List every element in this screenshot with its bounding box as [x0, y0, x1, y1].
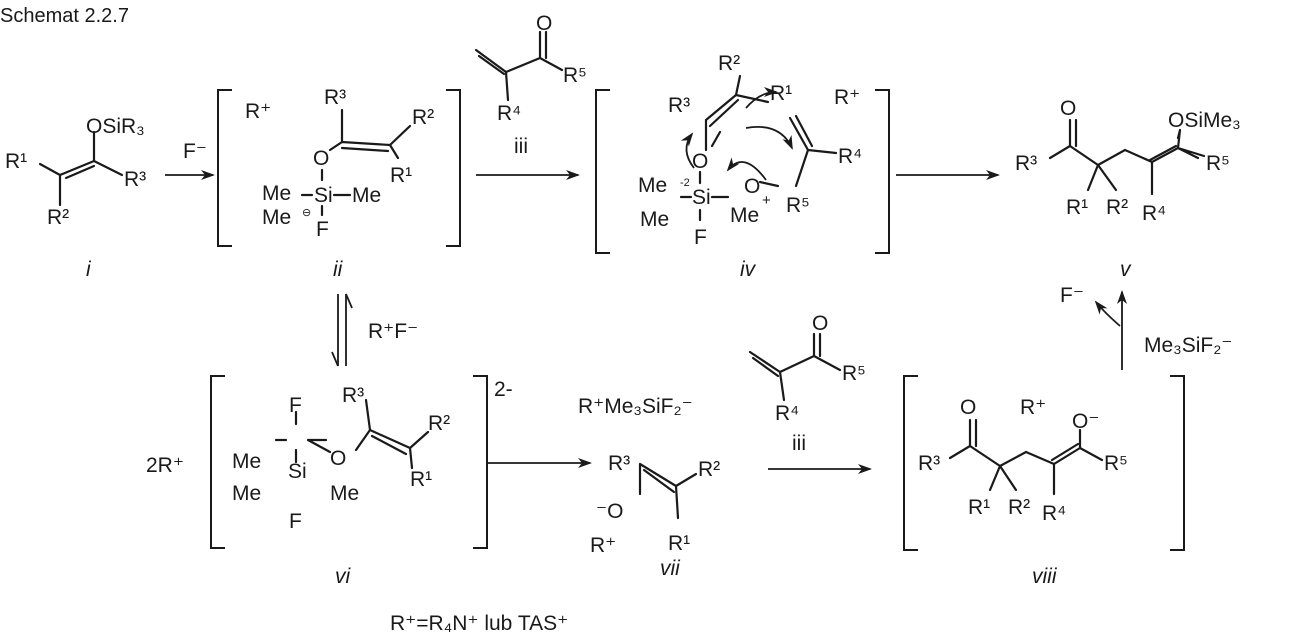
- atom-label: Me: [330, 482, 359, 505]
- atom-label: R⁵: [1206, 152, 1230, 175]
- atom-label: R¹: [668, 532, 690, 555]
- atom-label: R¹: [410, 468, 432, 491]
- atom-label: Me: [262, 206, 291, 229]
- charge-mark: +: [762, 192, 771, 209]
- atom-label: R²: [428, 412, 450, 435]
- atom-label: Me: [352, 184, 381, 207]
- atom-label: R⁵: [786, 194, 810, 217]
- compound-v: O OSiMe₃ R³ R⁵ R¹ R² R⁴ v: [1015, 97, 1241, 281]
- atom-label: F: [694, 226, 707, 249]
- step-label: iii: [514, 135, 528, 158]
- atom-label: R²: [412, 106, 434, 129]
- atom-label: Si: [314, 184, 333, 207]
- atom-label: Me: [232, 450, 261, 473]
- atom-label: F: [316, 218, 329, 241]
- compound-vii: R³ R² ⁻O R⁺ R¹ vii: [590, 452, 720, 580]
- atom-label: Me: [232, 482, 261, 505]
- compound-label-viii: viii: [1032, 565, 1058, 588]
- atom-label: O: [536, 12, 552, 35]
- compound-label-vii: vii: [660, 557, 681, 580]
- compound-vi: R³ R² F O Me Si Me Me F R¹ 2R⁺ 2- vi: [146, 375, 513, 588]
- compound-viii: R⁺ O O⁻ R³ R⁵ R¹ R² R⁴ viii: [903, 375, 1185, 588]
- atom-label: O: [692, 150, 708, 173]
- atom-label: O⁻: [1072, 410, 1099, 433]
- atom-label: R⁵: [1104, 452, 1128, 475]
- compound-label-v: v: [1120, 258, 1132, 281]
- atom-label: OSiMe₃: [1168, 109, 1241, 132]
- atom-label: Me: [262, 182, 291, 205]
- atom-label: O: [812, 312, 828, 335]
- atom-label: R¹: [770, 82, 792, 105]
- atom-label: R³: [1015, 152, 1037, 175]
- reagent-ammonium-fluoride: R⁺F⁻: [368, 320, 418, 343]
- atom-label: R⁺: [590, 534, 616, 557]
- atom-label: R⁴: [1142, 202, 1166, 225]
- compound-label-vi: vi: [335, 565, 352, 588]
- atom-label: R³: [124, 168, 146, 191]
- atom-label: R²: [47, 206, 69, 229]
- compound-label-i: i: [86, 258, 92, 281]
- equilibrium-arrows: [331, 293, 353, 367]
- atom-label: R³: [324, 86, 346, 109]
- atom-label: Me: [730, 204, 759, 227]
- atom-label: R³: [918, 452, 940, 475]
- step-label: iii: [792, 432, 806, 455]
- atom-label: R¹: [968, 496, 990, 519]
- atom-label: Si: [288, 460, 307, 483]
- atom-label: R²: [698, 458, 720, 481]
- atom-label: R²: [1008, 496, 1030, 519]
- atom-label: R⁴: [838, 145, 862, 168]
- atom-label: ⁻O: [596, 500, 623, 523]
- atom-label: F: [289, 394, 302, 417]
- atom-label: OSiR₃: [86, 115, 145, 138]
- atom-label: O: [1060, 97, 1076, 120]
- atom-label: R⁺: [1020, 396, 1046, 419]
- reagent-released-fluoride: F⁻: [1060, 284, 1084, 307]
- atom-label: O: [744, 175, 760, 198]
- enone-top: O R⁵ R⁴: [474, 12, 587, 125]
- atom-label: R⁺: [245, 100, 271, 123]
- charge-mark: -2: [680, 177, 690, 189]
- atom-label: O: [960, 396, 976, 419]
- atom-label: O: [330, 447, 346, 470]
- atom-label: Me: [640, 208, 669, 231]
- atom-label: F: [289, 510, 302, 533]
- atom-label: R²: [1106, 196, 1128, 219]
- atom-label: R¹: [5, 150, 27, 173]
- atom-label: R⁵: [563, 64, 587, 87]
- atom-label: R²: [718, 52, 740, 75]
- compound-i: R¹ R³ R² OSiR₃ i: [5, 115, 146, 281]
- scheme-footnote: R⁺=R₄N⁺ lub TAS⁺: [390, 612, 568, 635]
- charge-label: 2-: [494, 378, 513, 401]
- atom-label: R⁴: [775, 402, 799, 425]
- compound-iv: R² R¹ R³ R⁺ O R⁴ O + Me Si Me Me F R⁵ -2…: [595, 52, 890, 281]
- reagent-fluoride: F⁻: [183, 140, 207, 163]
- compound-ii: R⁺ R³ R² O R¹ Me Si Me Me F ⊖ ii: [217, 86, 461, 281]
- compound-label-iv: iv: [740, 258, 757, 281]
- atom-label: R¹: [390, 164, 412, 187]
- atom-label: R³: [668, 94, 690, 117]
- atom-label: R³: [342, 384, 364, 407]
- charge-mark: ⊖: [302, 207, 311, 219]
- atom-label: R⁺: [834, 86, 860, 109]
- atom-label: Me: [638, 174, 667, 197]
- atom-label: R⁵: [842, 362, 866, 385]
- counterion: 2R⁺: [146, 454, 184, 477]
- atom-label: Si: [692, 186, 711, 209]
- compound-label-ii: ii: [333, 258, 344, 281]
- reagent-silicate-salt: R⁺Me₃SiF₂⁻: [578, 395, 693, 418]
- atom-label: R¹: [1066, 196, 1088, 219]
- reagent-recycled-silicate: Me₃SiF₂⁻: [1144, 334, 1232, 357]
- atom-label: R⁴: [1042, 502, 1066, 525]
- enone-bottom: O R⁵ R⁴: [748, 312, 866, 425]
- atom-label: R³: [608, 452, 630, 475]
- scheme-title: Schemat 2.2.7: [0, 5, 129, 27]
- atom-label: O: [313, 147, 329, 170]
- atom-label: R⁴: [497, 102, 521, 125]
- arrow-fluoride-release: [1094, 300, 1121, 327]
